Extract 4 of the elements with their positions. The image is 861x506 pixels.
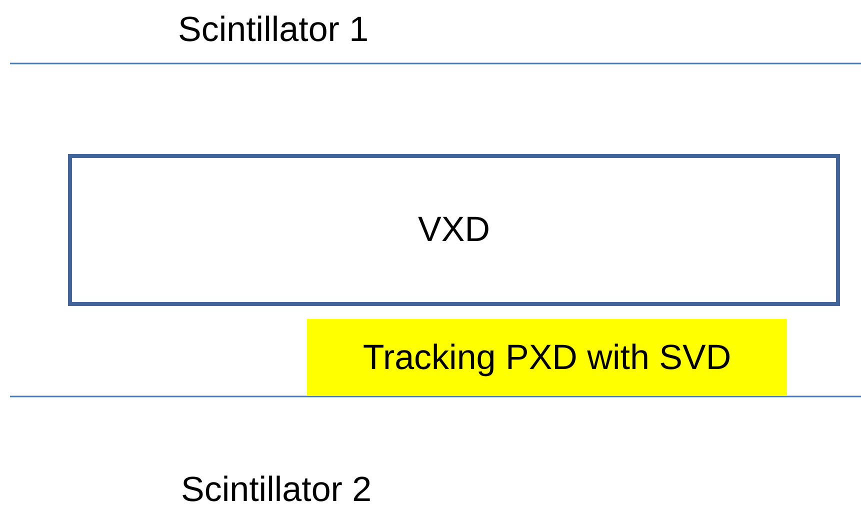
detector-label: Scintillator 1: [178, 12, 369, 47]
detector-label: Scintillator 2: [181, 472, 372, 506]
highlighted-note: Tracking PXD with SVD: [307, 319, 787, 396]
detector-box: VXD: [68, 154, 840, 306]
